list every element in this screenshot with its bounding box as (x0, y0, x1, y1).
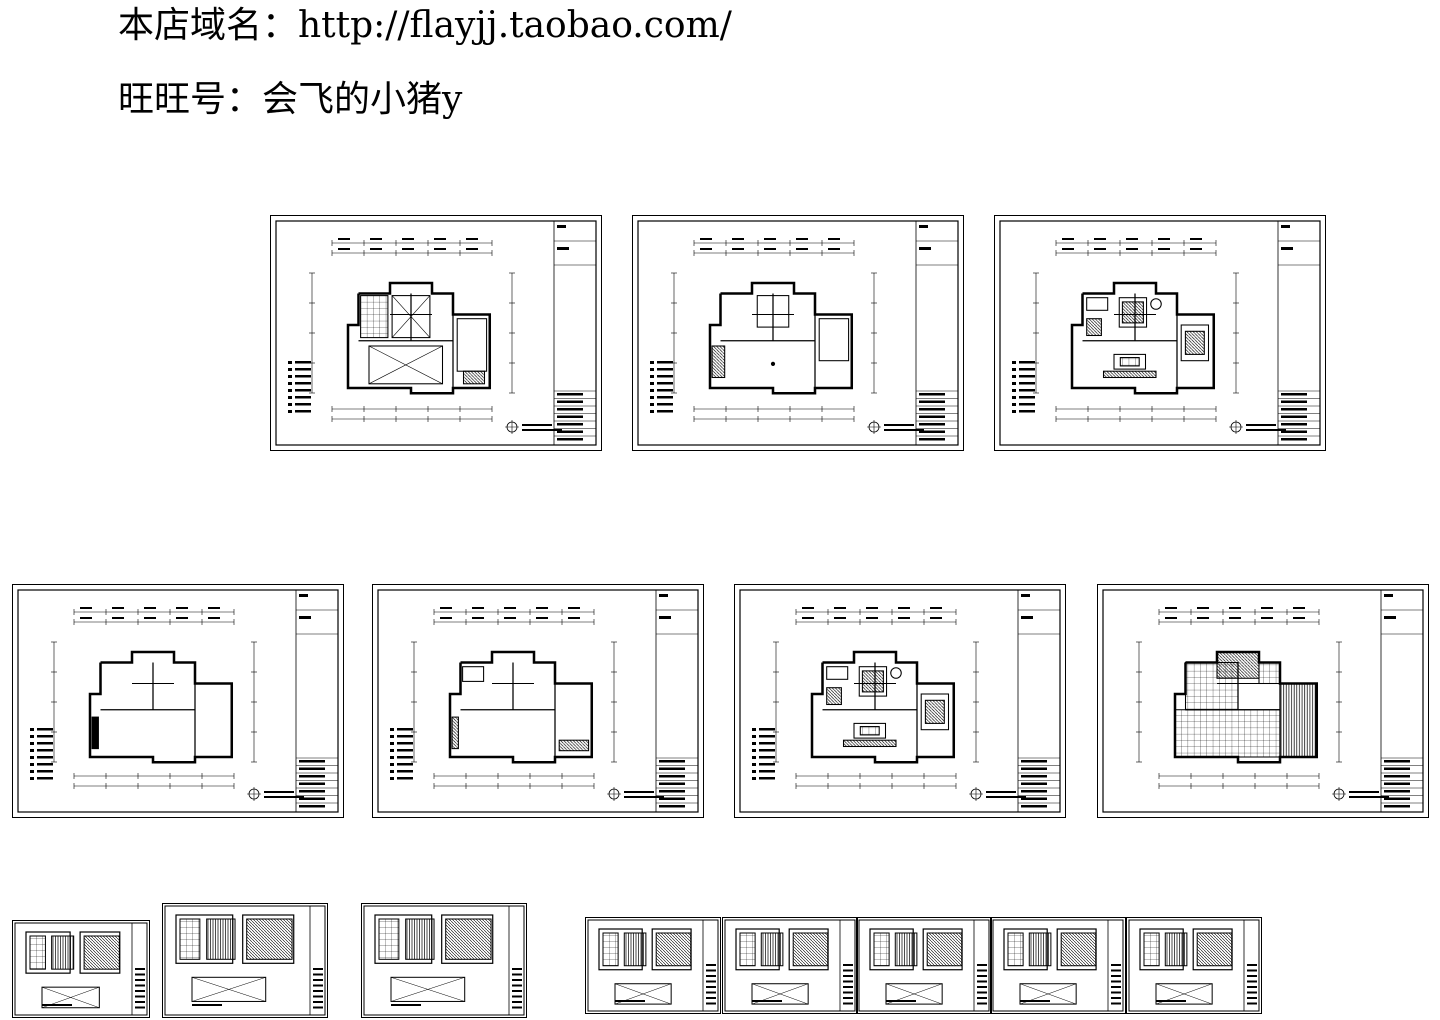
dimension-lines (411, 607, 617, 789)
dimension-lines (309, 238, 515, 422)
drawing-sheet-ceiling-blank (632, 215, 964, 451)
drawing-sheet-demolition (372, 584, 704, 818)
drawing-sheet-original (12, 584, 344, 818)
sheet-drawing (856, 917, 992, 1014)
elevation-drawing (374, 914, 494, 1006)
floor-plan (810, 650, 956, 764)
legend (1012, 361, 1035, 413)
north-marker (247, 787, 304, 801)
drawing-sheet-elevation (856, 917, 992, 1014)
north-marker (607, 787, 664, 801)
legend (752, 728, 775, 780)
floor-plan (1070, 281, 1216, 395)
dimension-lines (1033, 238, 1239, 422)
floor-plan (346, 281, 492, 395)
title-block (1380, 590, 1423, 812)
floor-plan (88, 650, 234, 764)
drawing-sheet-furniture (994, 215, 1326, 451)
drawing-sheet-elevation (361, 903, 527, 1018)
floor-plan (1173, 650, 1319, 764)
sheet-drawing (162, 903, 328, 1018)
legend (30, 728, 53, 780)
legend (288, 361, 311, 413)
drawing-sheet-elevation (12, 920, 150, 1018)
sheet-drawing (994, 215, 1326, 451)
elevation-drawing (1003, 928, 1097, 1005)
floor-plan (448, 650, 594, 764)
sheet-drawing (1097, 584, 1429, 818)
drawing-sheet-elevation (585, 917, 721, 1014)
title-block (553, 221, 596, 445)
sheet-drawing (990, 917, 1126, 1014)
title-block (295, 590, 338, 812)
elevation-drawing (25, 931, 121, 1009)
north-marker (1332, 787, 1389, 801)
elevation-drawing (1139, 928, 1233, 1005)
drawing-sheet-ceiling (270, 215, 602, 451)
sheet-drawing (270, 215, 602, 451)
sheet-drawing (722, 917, 858, 1014)
elevation-drawing (735, 928, 829, 1005)
sheet-drawing (12, 584, 344, 818)
sheet-drawing (585, 917, 721, 1014)
title-block (915, 221, 958, 445)
dimension-lines (671, 238, 877, 422)
drawing-sheet-elevation (990, 917, 1126, 1014)
sheet-drawing (1126, 917, 1262, 1014)
legend (390, 728, 413, 780)
title-block (655, 590, 698, 812)
north-marker (505, 420, 562, 434)
dimension-lines (1136, 607, 1342, 789)
legend (650, 361, 673, 413)
north-marker (1229, 420, 1286, 434)
title-block (1277, 221, 1320, 445)
drawing-sheet-furniture (734, 584, 1066, 818)
sheet-drawing (372, 584, 704, 818)
north-marker (867, 420, 924, 434)
drawing-sheet-elevation (722, 917, 858, 1014)
shop-domain-line: 本店域名：http://flayjj.taobao.com/ (118, 5, 732, 46)
drawing-sheet-elevation (1126, 917, 1262, 1014)
title-block (1017, 590, 1060, 812)
elevation-drawing (175, 914, 295, 1006)
drawing-sheet-floor-tile (1097, 584, 1429, 818)
sheet-drawing (734, 584, 1066, 818)
drawing-sheet-elevation (162, 903, 328, 1018)
sheet-drawing (361, 903, 527, 1018)
sheet-drawing (12, 920, 150, 1018)
elevation-drawing (869, 928, 963, 1005)
dimension-lines (51, 607, 257, 789)
wangwang-id-line: 旺旺号：会飞的小猪y (118, 79, 463, 120)
floor-plan (708, 281, 854, 395)
north-marker (969, 787, 1026, 801)
dimension-lines (773, 607, 979, 789)
elevation-drawing (598, 928, 692, 1005)
sheet-drawing (632, 215, 964, 451)
